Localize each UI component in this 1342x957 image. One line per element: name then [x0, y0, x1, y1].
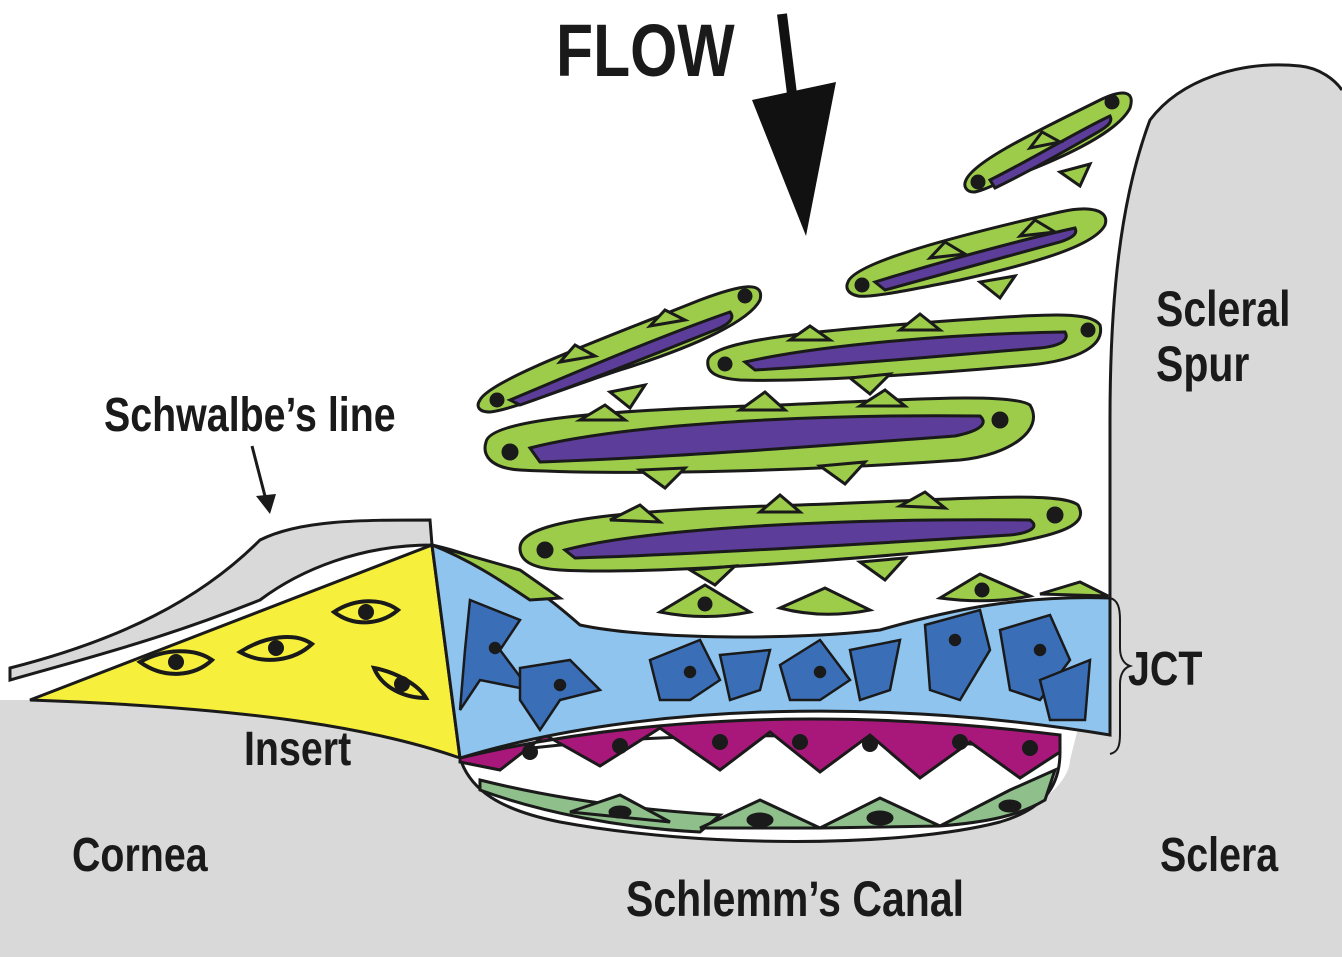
trabecular-beam: [485, 390, 1033, 488]
trabecular-beam: [965, 93, 1131, 192]
trabecular-beam: [847, 209, 1106, 298]
schlemms-canal-label: Schlemm’s Canal: [626, 874, 964, 924]
schwalbes-line-pointer-icon: [252, 446, 276, 514]
trabecular-beam: [520, 492, 1081, 585]
schwalbes-line-label: Schwalbe’s line: [104, 392, 396, 440]
cornea-label: Cornea: [72, 832, 208, 880]
scleral-spur-label: Scleral Spur: [1156, 282, 1290, 392]
trabecular-beam: [478, 287, 761, 412]
flow-arrow-icon: [752, 14, 836, 236]
scleral-spur-label-line2: Spur: [1156, 337, 1290, 392]
insert-label: Insert: [244, 726, 351, 774]
flow-label: FLOW: [556, 14, 735, 88]
jct-label: JCT: [1128, 646, 1202, 694]
sclera-label: Sclera: [1160, 832, 1278, 880]
scleral-spur-label-line1: Scleral: [1156, 282, 1290, 337]
trabecular-beam: [708, 314, 1101, 394]
